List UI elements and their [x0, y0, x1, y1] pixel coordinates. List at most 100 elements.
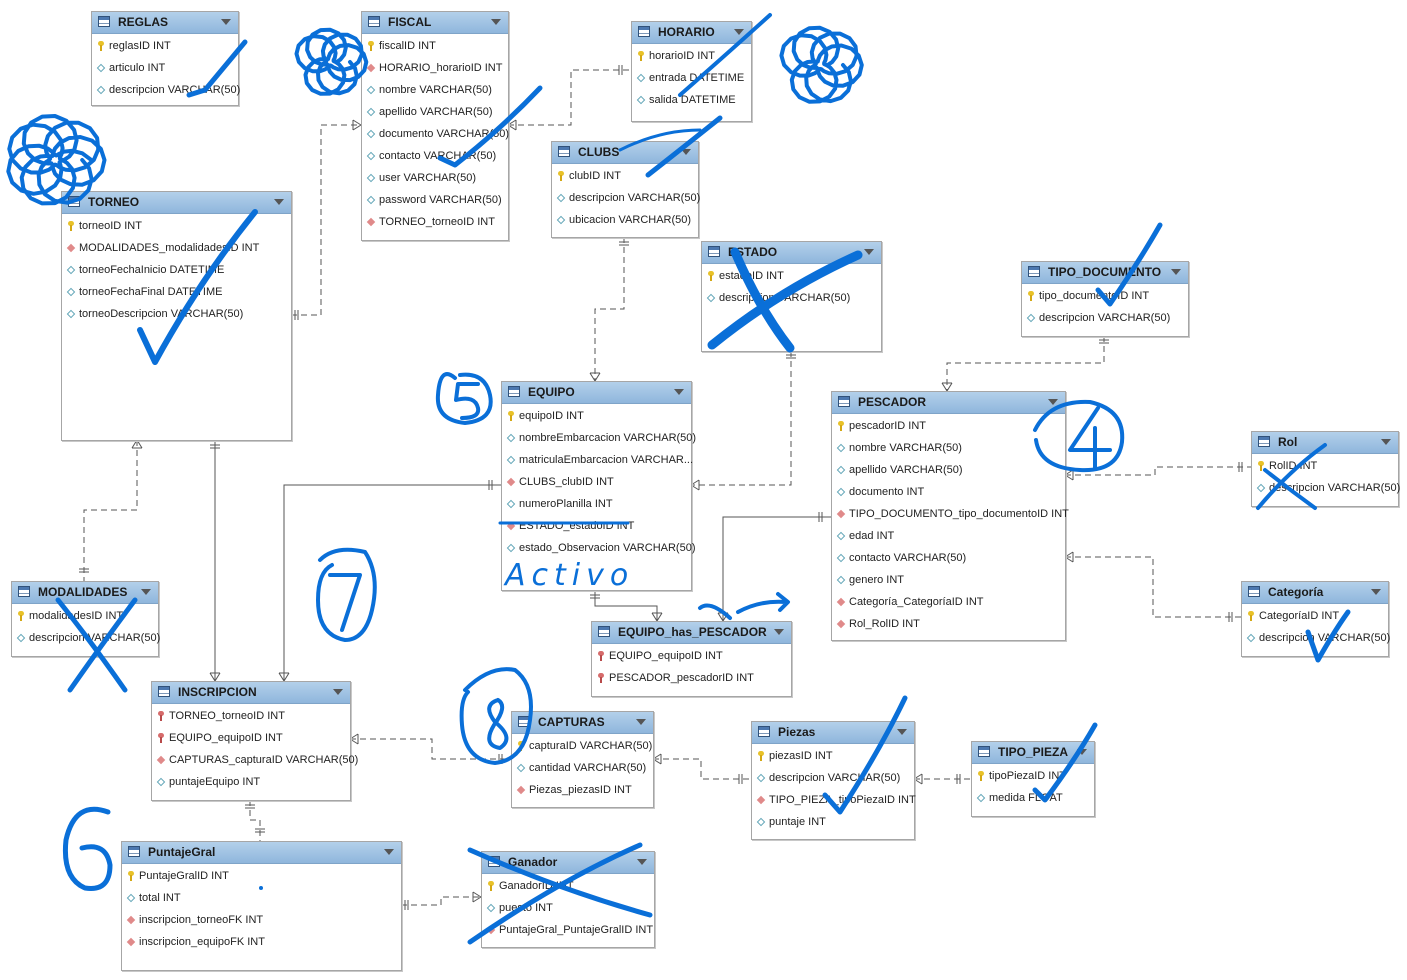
- column-row[interactable]: descripcion VARCHAR(50): [1242, 628, 1390, 650]
- relationship-line[interactable]: [249, 800, 261, 841]
- chevron-down-icon[interactable]: [734, 29, 744, 35]
- column-row[interactable]: torneoFechaInicio DATETIME: [62, 260, 291, 282]
- table-header[interactable]: PuntajeGral: [122, 842, 401, 864]
- column-row[interactable]: Piezas_piezasID INT: [512, 780, 653, 802]
- chevron-down-icon[interactable]: [1381, 439, 1391, 445]
- column-row[interactable]: apellido VARCHAR(50): [832, 460, 1065, 482]
- chevron-down-icon[interactable]: [491, 19, 501, 25]
- table-header[interactable]: TORNEO: [62, 192, 291, 214]
- column-row[interactable]: GanadorID INT: [482, 876, 654, 898]
- column-row[interactable]: puesto INT: [482, 898, 654, 920]
- relationship-line[interactable]: [1065, 556, 1241, 618]
- column-row[interactable]: user VARCHAR(50): [362, 168, 508, 190]
- column-row[interactable]: MODALIDADES_modalidadesID INT: [62, 238, 291, 260]
- column-row[interactable]: medida FLOAT: [972, 788, 1094, 810]
- column-row[interactable]: descripcion VARCHAR(50): [12, 628, 160, 650]
- column-row[interactable]: tipo_documentoID INT: [1022, 286, 1188, 308]
- chevron-down-icon[interactable]: [1048, 399, 1058, 405]
- table-header[interactable]: CAPTURAS: [512, 712, 653, 734]
- relationship-line[interactable]: [594, 590, 658, 621]
- column-row[interactable]: CAPTURAS_capturaID VARCHAR(50): [152, 750, 358, 772]
- column-row[interactable]: PESCADOR_pescadorID INT: [592, 668, 791, 690]
- column-row[interactable]: password VARCHAR(50): [362, 190, 508, 212]
- table-header[interactable]: ESTADO: [702, 242, 881, 264]
- column-row[interactable]: descripcion VARCHAR(50): [1022, 308, 1188, 330]
- chevron-down-icon[interactable]: [637, 859, 647, 865]
- column-row[interactable]: TORNEO_torneoID INT: [362, 212, 508, 234]
- column-row[interactable]: torneoDescripcion VARCHAR(50): [62, 304, 291, 326]
- table-header[interactable]: HORARIO: [632, 22, 751, 44]
- column-row[interactable]: Categoría_CategoríaID INT: [832, 592, 1065, 614]
- column-row[interactable]: descripcion VARCHAR(50): [702, 288, 881, 310]
- column-row[interactable]: genero INT: [832, 570, 1065, 592]
- column-row[interactable]: capturaID VARCHAR(50): [512, 736, 653, 758]
- column-row[interactable]: TIPO_DOCUMENTO_tipo_documentoID INT: [832, 504, 1069, 526]
- column-row[interactable]: descripcion VARCHAR(50): [92, 80, 240, 102]
- column-row[interactable]: descripcion VARCHAR(50): [752, 768, 914, 790]
- column-row[interactable]: ESTADO_estadoID INT: [502, 516, 691, 538]
- column-row[interactable]: inscripcion_torneoFK INT: [122, 910, 401, 932]
- column-row[interactable]: nombre VARCHAR(50): [362, 80, 508, 102]
- column-row[interactable]: numeroPlanilla INT: [502, 494, 691, 516]
- chevron-down-icon[interactable]: [636, 719, 646, 725]
- column-row[interactable]: HORARIO_horarioID INT: [362, 58, 508, 80]
- column-row[interactable]: puntajeEquipo INT: [152, 772, 350, 794]
- column-row[interactable]: PuntajeGralID INT: [122, 866, 401, 888]
- relationship-line[interactable]: [946, 336, 1105, 391]
- column-row[interactable]: piezasID INT: [752, 746, 914, 768]
- relationship-line[interactable]: [508, 69, 631, 126]
- column-row[interactable]: estadoID INT: [702, 266, 881, 288]
- table-header[interactable]: Categoría: [1242, 582, 1388, 604]
- column-row[interactable]: pescadorID INT: [832, 416, 1065, 438]
- chevron-down-icon[interactable]: [1077, 749, 1087, 755]
- column-row[interactable]: CLUBS_clubID INT: [502, 472, 691, 494]
- column-row[interactable]: torneoFechaFinal DATETIME: [62, 282, 291, 304]
- column-row[interactable]: PuntajeGral_PuntajeGralID INT: [482, 920, 654, 942]
- chevron-down-icon[interactable]: [221, 19, 231, 25]
- column-row[interactable]: ubicacion VARCHAR(50): [552, 210, 698, 232]
- column-row[interactable]: entrada DATETIME: [632, 68, 751, 90]
- column-row[interactable]: TORNEO_torneoID INT: [152, 706, 350, 728]
- relationship-line[interactable]: [691, 351, 792, 486]
- column-row[interactable]: contacto VARCHAR(50): [832, 548, 1065, 570]
- relationship-line[interactable]: [722, 516, 831, 621]
- table-header[interactable]: TIPO_PIEZA: [972, 742, 1094, 764]
- column-row[interactable]: estado_Observacion VARCHAR(50): [502, 538, 695, 560]
- chevron-down-icon[interactable]: [681, 149, 691, 155]
- column-row[interactable]: documento INT: [832, 482, 1065, 504]
- chevron-down-icon[interactable]: [333, 689, 343, 695]
- table-header[interactable]: Piezas: [752, 722, 914, 744]
- column-row[interactable]: RolID INT: [1252, 456, 1398, 478]
- chevron-down-icon[interactable]: [897, 729, 907, 735]
- table-header[interactable]: EQUIPO: [502, 382, 691, 404]
- relationship-line[interactable]: [401, 896, 481, 906]
- column-row[interactable]: total INT: [122, 888, 401, 910]
- table-header[interactable]: EQUIPO_has_PESCADOR: [592, 622, 791, 644]
- column-row[interactable]: apellido VARCHAR(50): [362, 102, 508, 124]
- column-row[interactable]: tipoPiezaID INT: [972, 766, 1094, 788]
- chevron-down-icon[interactable]: [141, 589, 151, 595]
- column-row[interactable]: matriculaEmbarcacion VARCHAR...: [502, 450, 693, 472]
- column-row[interactable]: reglasID INT: [92, 36, 238, 58]
- column-row[interactable]: horarioID INT: [632, 46, 751, 68]
- relationship-line[interactable]: [291, 124, 361, 316]
- chevron-down-icon[interactable]: [274, 199, 284, 205]
- column-row[interactable]: puntaje INT: [752, 812, 914, 834]
- column-row[interactable]: descripcion VARCHAR(50): [1252, 478, 1400, 500]
- relationship-line[interactable]: [653, 758, 751, 780]
- table-header[interactable]: MODALIDADES: [12, 582, 158, 604]
